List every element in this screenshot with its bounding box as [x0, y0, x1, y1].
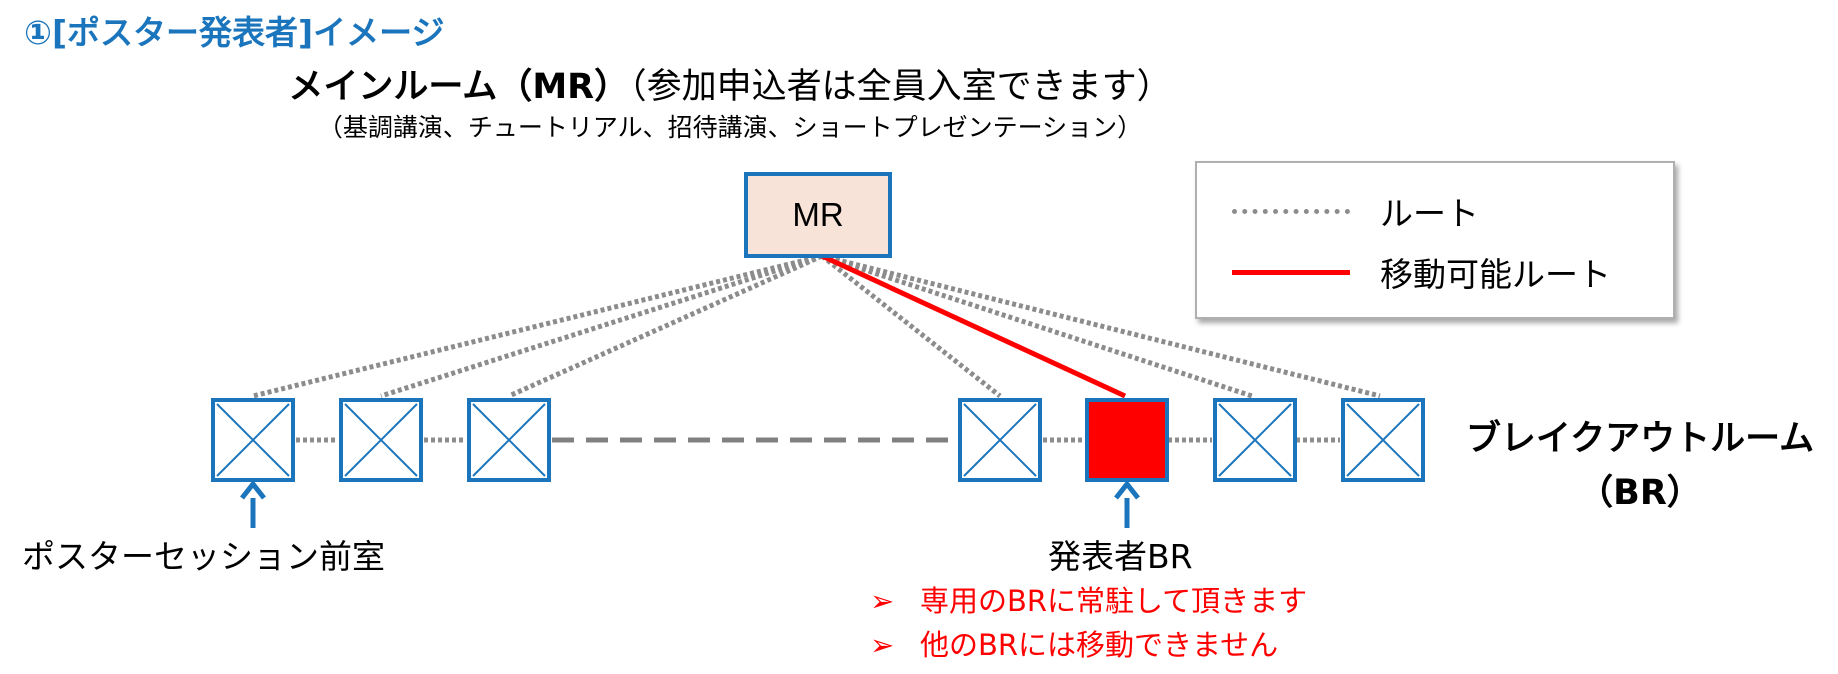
route-line [820, 254, 1002, 398]
breakout-room [467, 398, 551, 482]
route-line [507, 253, 824, 399]
breakout-room-row [211, 398, 1425, 482]
route-lines [252, 253, 1381, 399]
note-text: 専用のBRに常駐して頂きます [920, 584, 1308, 618]
route-line [821, 253, 1381, 399]
main-room-name-suffix: ） [594, 67, 630, 107]
route-line [380, 253, 823, 399]
legend-movable-route-label: 移動可能ルート [1380, 255, 1611, 294]
breakout-room [211, 398, 295, 482]
breakout-room [958, 398, 1042, 482]
legend-route: ルート [1232, 187, 1479, 235]
main-room-sessions: （基調講演、チュートリアル、招待講演、ショートプレゼンテーション） [317, 113, 1143, 142]
legend: ルート 移動可能ルート [1195, 161, 1675, 319]
presenter-br-arrow [1114, 479, 1140, 528]
main-room-name-prefix: メインルーム（ [288, 67, 533, 107]
main-room-box: MR [744, 172, 892, 258]
page-title: ①[ポスター発表者]イメージ [24, 13, 445, 52]
main-room-abbr: MR [532, 67, 595, 107]
anteroom-arrow [240, 479, 266, 528]
note-text: 他のBRには移動できません [920, 628, 1279, 662]
note-item: ➢ 専用のBRに常駐して頂きます [870, 578, 1307, 620]
breakout-room [339, 398, 423, 482]
breakout-room [1213, 398, 1297, 482]
breakout-room-label-line1: ブレイクアウトルーム [1465, 419, 1815, 459]
breakout-room-label: ブレイクアウトルーム （BR） [1450, 412, 1830, 520]
route-line [821, 253, 1253, 399]
legend-movable-route-swatch [1232, 269, 1350, 275]
legend-route-label: ルート [1380, 194, 1479, 233]
movable-route-line [820, 253, 1127, 399]
main-room-box-label: MR [792, 196, 843, 233]
note-bullet-icon: ➢ [870, 628, 895, 662]
note-bullet-icon: ➢ [870, 584, 895, 618]
legend-movable-route: 移動可能ルート [1232, 248, 1611, 296]
presenter-br-label: 発表者BR [1048, 537, 1193, 576]
main-room-note: （参加申込者は全員入室できます） [629, 67, 1172, 107]
route-line [252, 253, 823, 399]
note-item: ➢ 他のBRには移動できません [870, 622, 1278, 664]
breakout-room [1341, 398, 1425, 482]
legend-route-swatch [1232, 208, 1350, 214]
main-room-heading: メインルーム（MR）（参加申込者は全員入室できます） [0, 58, 1460, 109]
presenter-breakout-room [1085, 398, 1169, 482]
anteroom-label: ポスターセッション前室 [22, 537, 385, 576]
breakout-room-label-line2: （BR） [1578, 473, 1702, 513]
